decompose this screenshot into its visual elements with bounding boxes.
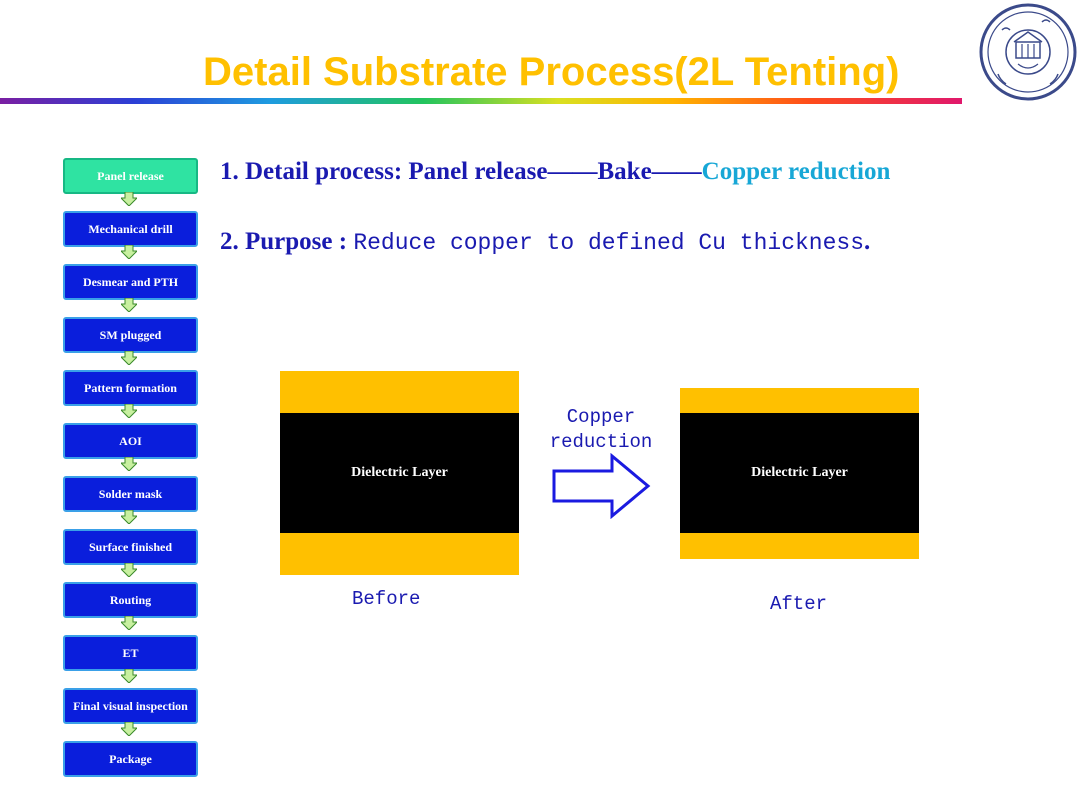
down-arrow-icon — [121, 457, 137, 471]
process-separator: —— — [651, 158, 702, 185]
purpose-line: 2. Purpose : Reduce copper to defined Cu… — [220, 228, 870, 256]
after-stackup: Dielectric Layer — [680, 388, 919, 559]
flow-step: Surface finished — [63, 529, 198, 565]
down-arrow-icon — [121, 510, 137, 524]
flow-step: ET — [63, 635, 198, 671]
copper-reduction-label: Copper reduction — [548, 405, 654, 455]
flow-step: Panel release — [63, 158, 198, 194]
flow-step: Pattern formation — [63, 370, 198, 406]
down-arrow-icon — [121, 616, 137, 630]
process-step-copper-reduction: Copper reduction — [701, 158, 891, 185]
detail-process-line: 1. Detail process: Panel release——Bake——… — [220, 158, 890, 186]
dielectric-layer: Dielectric Layer — [280, 413, 519, 533]
down-arrow-icon — [121, 298, 137, 312]
process-separator: —— — [547, 158, 598, 185]
before-stackup: Dielectric Layer — [280, 371, 519, 575]
dielectric-layer: Dielectric Layer — [680, 413, 919, 533]
flow-step: Desmear and PTH — [63, 264, 198, 300]
flow-step: Package — [63, 741, 198, 777]
flow-step: Final visual inspection — [63, 688, 198, 724]
down-arrow-icon — [121, 192, 137, 206]
flow-step: Solder mask — [63, 476, 198, 512]
flow-step: AOI — [63, 423, 198, 459]
rainbow-divider — [0, 98, 962, 104]
copper-top-layer — [280, 371, 519, 413]
arrow-label-line-1: Copper — [566, 406, 636, 428]
before-caption: Before — [352, 588, 421, 610]
copper-top-layer — [680, 388, 919, 413]
purpose-label: 2. Purpose : — [220, 228, 354, 255]
purpose-text: Reduce copper to defined Cu thickness — [353, 230, 865, 256]
arrow-label-line-2: reduction — [549, 431, 653, 453]
purpose-period: . — [864, 228, 871, 255]
flow-step: SM plugged — [63, 317, 198, 353]
slide-title: Detail Substrate Process(2L Tenting) — [203, 50, 900, 94]
detail-process-label: 1. Detail process: — [220, 158, 409, 185]
copper-bottom-layer — [680, 533, 919, 559]
down-arrow-icon — [121, 245, 137, 259]
after-caption: After — [770, 593, 828, 615]
right-arrow-icon — [552, 453, 651, 519]
down-arrow-icon — [121, 563, 137, 577]
down-arrow-icon — [121, 669, 137, 683]
down-arrow-icon — [121, 722, 137, 736]
down-arrow-icon — [121, 404, 137, 418]
copper-bottom-layer — [280, 533, 519, 575]
down-arrow-icon — [121, 351, 137, 365]
flow-step: Mechanical drill — [63, 211, 198, 247]
process-step-bake: Bake — [597, 158, 652, 185]
process-step-panel-release: Panel release — [408, 158, 548, 185]
flow-step: Routing — [63, 582, 198, 618]
university-seal-logo — [979, 3, 1077, 101]
